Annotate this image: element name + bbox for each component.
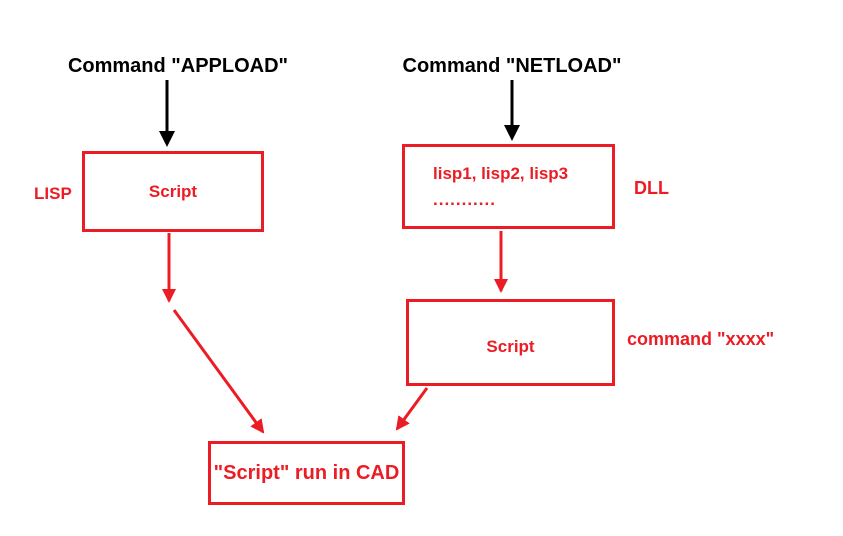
dll-label: DLL <box>634 178 669 198</box>
net-script-box: Script <box>406 299 615 386</box>
appload-command-heading: Command "APPLOAD" <box>67 55 289 77</box>
dll-list-line2: ........... <box>433 189 496 209</box>
lisp-script-to-cad-run-arrow <box>172 309 265 434</box>
net-script-box-label: Script <box>486 336 535 356</box>
dll-list-box: lisp1, lisp2, lisp3 ........... <box>402 144 615 229</box>
cad-run-box: "Script" run in CAD <box>208 441 405 505</box>
lisp-label: LISP <box>34 184 72 203</box>
lisp-script-box-label: Script <box>148 181 198 201</box>
lisp-script-box: Script <box>82 151 264 232</box>
cad-run-box-label: "Script" run in CAD <box>213 461 400 484</box>
command-xxxx-label: command "xxxx" <box>627 329 775 349</box>
dll-list-line1: lisp1, lisp2, lisp3 <box>433 163 569 183</box>
net-script-to-cad-run-arrow <box>395 387 429 431</box>
netload-command-heading: Command "NETLOAD" <box>402 55 622 77</box>
